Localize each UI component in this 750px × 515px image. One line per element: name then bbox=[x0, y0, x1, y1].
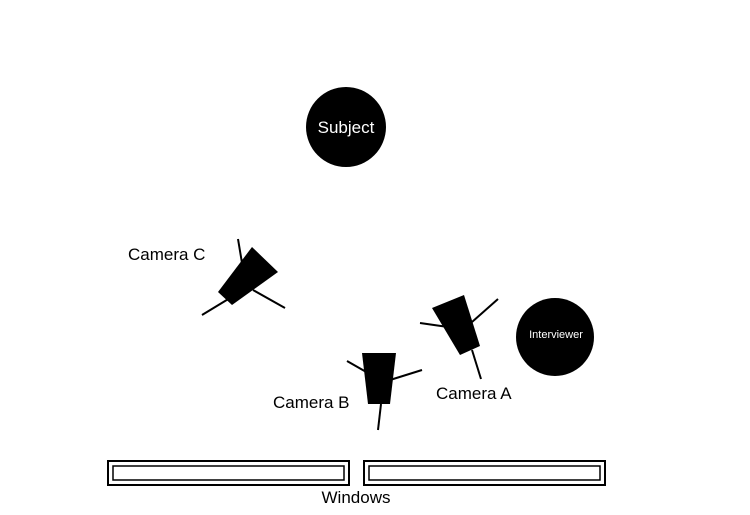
camera-c-leg bbox=[237, 238, 243, 264]
camera-b-leg bbox=[377, 403, 382, 431]
subject-label: Subject bbox=[318, 118, 375, 137]
camera-b-leg bbox=[389, 369, 423, 381]
window-left-outer bbox=[107, 460, 350, 486]
subject-node: Subject bbox=[306, 87, 386, 167]
interviewer-node: Interviewer bbox=[516, 298, 594, 376]
camera-c-leg bbox=[252, 289, 286, 309]
camera-c: Camera C bbox=[128, 238, 286, 316]
camera-b-leg bbox=[346, 360, 369, 374]
subject-circle bbox=[306, 87, 386, 167]
interviewer-label: Interviewer bbox=[529, 329, 583, 341]
camera-b-label: Camera B bbox=[273, 393, 350, 412]
camera-a-leg bbox=[471, 349, 482, 380]
camera-b-icon bbox=[362, 353, 396, 404]
windows: Windows bbox=[107, 460, 606, 507]
camera-a-leg bbox=[471, 298, 499, 323]
camera-b: Camera B bbox=[273, 353, 423, 431]
camera-a-leg bbox=[419, 322, 449, 328]
camera-a-icon bbox=[432, 295, 480, 355]
window-right-outer bbox=[363, 460, 606, 486]
interviewer-circle bbox=[516, 298, 594, 376]
camera-a: Camera A bbox=[419, 295, 512, 403]
camera-a-label: Camera A bbox=[436, 384, 512, 403]
camera-c-leg bbox=[201, 297, 231, 316]
windows-label: Windows bbox=[322, 488, 391, 507]
camera-c-label: Camera C bbox=[128, 245, 205, 264]
window-right-inner bbox=[368, 465, 601, 481]
camera-c-icon bbox=[218, 247, 278, 305]
window-left-inner bbox=[112, 465, 345, 481]
